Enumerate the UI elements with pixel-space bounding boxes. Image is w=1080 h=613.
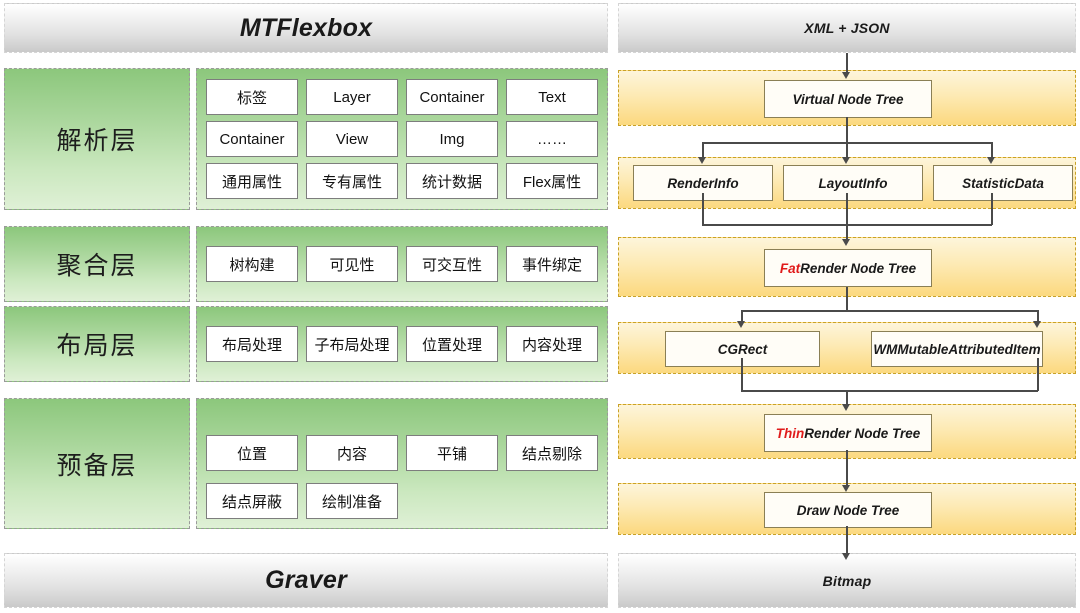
item-box[interactable]: View: [306, 121, 398, 157]
connector-statistic-data-down: [991, 193, 993, 225]
arrowhead-to-bitmap: [842, 553, 850, 560]
connector-wm-item-down: [1037, 358, 1039, 391]
connector-header-to-vnt: [846, 53, 848, 73]
item-box[interactable]: Container: [406, 79, 498, 115]
item-box[interactable]: 位置: [206, 435, 298, 471]
node-thin-render-node-tree[interactable]: Thin Render Node Tree: [764, 414, 932, 452]
layer-label-zone-3: 预备层: [4, 398, 190, 529]
connector-draw-to-bitmap: [846, 526, 848, 554]
item-box[interactable]: 统计数据: [406, 163, 498, 199]
node-virtual-node-tree[interactable]: Virtual Node Tree: [764, 80, 932, 118]
layer-label-zone-2: 布局层: [4, 306, 190, 382]
node-fat-render-node-tree[interactable]: Fat Render Node Tree: [764, 249, 932, 287]
item-box[interactable]: 树构建: [206, 246, 298, 282]
node-draw-node-tree[interactable]: Draw Node Tree: [764, 492, 932, 528]
layer-label-3: 预备层: [56, 451, 138, 480]
item-box[interactable]: 标签: [206, 79, 298, 115]
right-footer-title: Bitmap: [822, 572, 872, 589]
connector-fanout-left: [702, 142, 704, 159]
item-box[interactable]: Container: [206, 121, 298, 157]
item-box[interactable]: 可交互性: [406, 246, 498, 282]
pipeline-zone-geometry: CGRect WMMutableAttributedItem: [618, 322, 1076, 374]
pipeline-zone-thin-render-node-tree: Thin Render Node Tree: [618, 404, 1076, 459]
item-box[interactable]: Img: [406, 121, 498, 157]
arrowhead-to-wm-item: [1033, 321, 1041, 328]
connector-merge-to-fat: [846, 193, 848, 240]
connector-thin-to-draw: [846, 450, 848, 486]
item-box[interactable]: 布局处理: [206, 326, 298, 362]
layer-items-zone-2: 布局处理 子布局处理 位置处理 内容处理: [196, 306, 608, 382]
connector-render-info-down: [702, 193, 704, 225]
item-box[interactable]: 通用属性: [206, 163, 298, 199]
item-box[interactable]: 事件绑定: [506, 246, 598, 282]
item-box[interactable]: 专有属性: [306, 163, 398, 199]
layer-label-2: 布局层: [56, 332, 138, 360]
arrowhead-to-layout-info: [842, 157, 850, 164]
left-footer-bar: Graver: [4, 553, 608, 608]
left-header-title: MTFlexbox: [239, 13, 373, 42]
item-box[interactable]: 内容处理: [506, 326, 598, 362]
item-box[interactable]: 结点屏蔽: [206, 483, 298, 519]
node-layout-info[interactable]: LayoutInfo: [783, 165, 923, 201]
arrowhead-to-statistic-data: [987, 157, 995, 164]
connector-fat-down: [846, 287, 848, 311]
layer-label-1: 聚合层: [56, 252, 138, 280]
fat-rest: Render Node Tree: [800, 260, 917, 276]
thin-highlight: Thin: [775, 425, 805, 441]
connector-merge-to-thin: [846, 390, 848, 406]
connector-thin-merge-bus: [741, 390, 1038, 392]
arrowhead-to-draw-node-tree: [842, 485, 850, 492]
item-box[interactable]: 位置处理: [406, 326, 498, 362]
right-footer-bar: Bitmap: [618, 553, 1076, 608]
item-box[interactable]: ……: [506, 121, 598, 157]
left-footer-title: Graver: [265, 566, 347, 594]
layer-items-zone-0: 标签 Layer Container Text Container View I…: [196, 68, 608, 210]
connector-cgrect-down: [741, 358, 743, 391]
right-header-bar: XML + JSON: [618, 3, 1076, 53]
item-box[interactable]: 平铺: [406, 435, 498, 471]
item-box[interactable]: 内容: [306, 435, 398, 471]
thin-rest: Render Node Tree: [804, 425, 921, 441]
layer-label-0: 解析层: [56, 127, 138, 155]
arrowhead-to-thin-render-node-tree: [842, 404, 850, 411]
pipeline-zone-draw-node-tree: Draw Node Tree: [618, 483, 1076, 535]
left-header-bar: MTFlexbox: [4, 3, 608, 53]
connector-geometry-right: [1037, 310, 1039, 323]
item-box[interactable]: Layer: [306, 79, 398, 115]
arrowhead-to-cgrect: [737, 321, 745, 328]
item-box[interactable]: 子布局处理: [306, 326, 398, 362]
connector-geometry-bus: [741, 310, 1038, 312]
item-box[interactable]: 结点剔除: [506, 435, 598, 471]
arrowhead-to-vnt: [842, 72, 850, 79]
connector-fanout-right: [991, 142, 993, 159]
item-box[interactable]: Text: [506, 79, 598, 115]
connector-fanout-mid: [846, 142, 848, 159]
right-header-title: XML + JSON: [804, 20, 890, 36]
layer-items-zone-3: 位置 内容 平铺 结点剔除 结点屏蔽 绘制准备: [196, 398, 608, 529]
layer-label-zone-1: 聚合层: [4, 226, 190, 302]
item-box[interactable]: Flex属性: [506, 163, 598, 199]
item-box[interactable]: 可见性: [306, 246, 398, 282]
node-statistic-data[interactable]: StatisticData: [933, 165, 1073, 201]
layer-label-zone-0: 解析层: [4, 68, 190, 210]
connector-vnt-down: [846, 117, 848, 143]
node-wm-mutable-attributed-item[interactable]: WMMutableAttributedItem: [871, 331, 1043, 367]
node-cgrect[interactable]: CGRect: [665, 331, 820, 367]
item-box[interactable]: 绘制准备: [306, 483, 398, 519]
fat-highlight: Fat: [779, 260, 801, 276]
pipeline-zone-virtual-node-tree: Virtual Node Tree: [618, 70, 1076, 126]
layer-items-zone-1: 树构建 可见性 可交互性 事件绑定: [196, 226, 608, 302]
arrowhead-to-fat-render-node-tree: [842, 239, 850, 246]
connector-geometry-left: [741, 310, 743, 323]
arrowhead-to-render-info: [698, 157, 706, 164]
